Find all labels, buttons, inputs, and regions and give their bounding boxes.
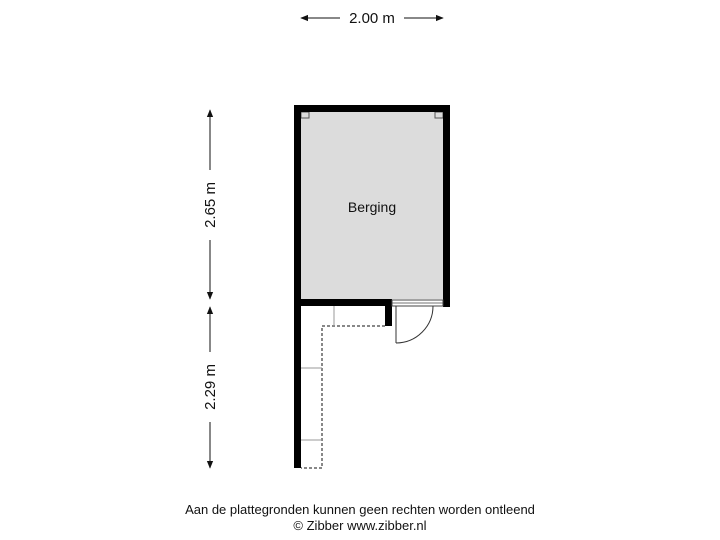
wall-stub <box>385 299 392 326</box>
door-swing-arc <box>395 305 434 344</box>
room-label-berging: Berging <box>348 199 396 215</box>
wall-top <box>294 105 450 112</box>
dim-lower-label: 2.29 m <box>202 364 219 410</box>
corridor-floor <box>301 306 385 468</box>
dim-upper-label: 2.65 m <box>202 182 219 228</box>
footer-copyright: © Zibber www.zibber.nl <box>293 518 426 533</box>
corridor-dashed-outline <box>301 325 385 469</box>
wall-bottom <box>294 299 392 306</box>
footer-disclaimer: Aan de plattegronden kunnen geen rechten… <box>185 502 535 517</box>
dim-width-label: 2.00 m <box>349 10 395 27</box>
wall-left <box>294 105 301 468</box>
wall-right <box>443 105 450 307</box>
room-berging-floor <box>301 112 443 299</box>
